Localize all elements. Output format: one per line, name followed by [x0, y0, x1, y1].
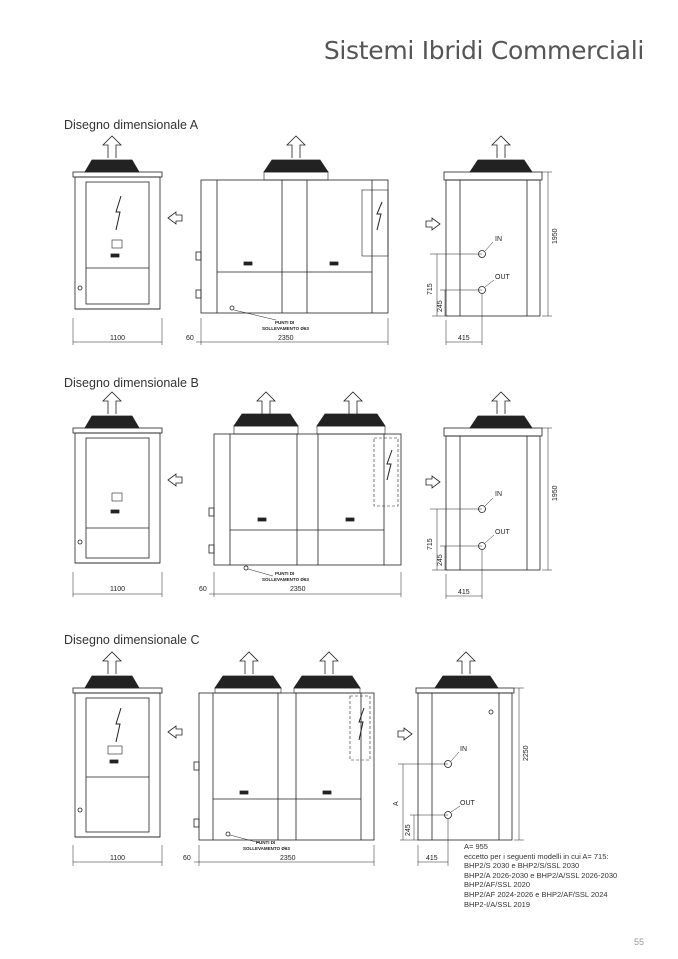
label-lifting-b-2: SOLLEVAMENTO Ø63 — [262, 577, 309, 582]
dim-base-b: 60 — [199, 586, 207, 593]
label-lifting-c-2: SOLLEVAMENTO Ø63 — [243, 846, 290, 851]
label-in-a: IN — [495, 236, 502, 243]
dim-side-width-a: 2350 — [278, 335, 294, 342]
label-out-c: OUT — [460, 800, 476, 807]
label-out-a: OUT — [495, 274, 511, 281]
section-title-a: Disegno dimensionale A — [64, 118, 199, 132]
label-lifting-b-1: PUNTI DI — [275, 571, 294, 576]
dimensional-drawing-c: 1100 2350 60 415 2250 A 245 IN OUT PUNTI… — [72, 651, 530, 866]
dim-height-c: 2250 — [523, 745, 530, 761]
dim-base-c: 60 — [183, 855, 191, 862]
page-header-title: Sistemi Ibridi Commerciali — [323, 36, 644, 65]
dim-in-height-b: 715 — [427, 538, 434, 550]
dim-side-width-b: 2350 — [290, 586, 306, 593]
section-title-b: Disegno dimensionale B — [64, 376, 199, 390]
dim-front-width-c: 1100 — [110, 855, 125, 862]
note-line: BHP2/AF 2024-2026 e BHP2/AF/SSL 2024 — [464, 889, 608, 899]
note-line: A= 955 — [464, 842, 488, 851]
note-line: BHP2/S 2030 e BHP2/S/SSL 2030 — [464, 861, 580, 871]
dim-base-a: 60 — [186, 335, 194, 342]
label-in-c: IN — [460, 746, 467, 753]
label-lifting-c-1: PUNTI DI — [256, 840, 275, 845]
dim-connection-offset-a: 415 — [458, 335, 470, 342]
dim-connection-offset-c: 415 — [426, 855, 438, 862]
page-number: 55 — [633, 937, 644, 947]
note-line: BHP2-I/A/SSL 2019 — [464, 899, 531, 909]
dim-height-a: 1950 — [552, 228, 559, 244]
dim-out-height-a: 245 — [437, 300, 444, 312]
dim-front-width-a: 1100 — [110, 335, 125, 342]
label-lifting-a-2: SOLLEVAMENTO Ø63 — [262, 326, 309, 331]
dimensional-drawing-a: 1100 2350 60 415 1950 715 245 IN OUT PUN… — [72, 135, 559, 345]
label-in-b: IN — [495, 491, 502, 498]
note-line: BHP2/AF/SSL 2020 — [464, 880, 531, 890]
dim-connection-offset-b: 415 — [458, 589, 470, 596]
dim-in-height-c: A — [393, 801, 400, 806]
dim-side-width-c: 2350 — [280, 855, 296, 862]
dimensional-drawing-b: 1100 2350 60 415 1950 715 245 IN OUT PUN… — [72, 391, 559, 599]
dim-out-height-c: 245 — [405, 824, 412, 836]
section-c-note: A= 955 eccetto per i seguenti modelli in… — [464, 842, 617, 909]
dim-front-width-b: 1100 — [110, 586, 125, 593]
label-out-b: OUT — [495, 529, 511, 536]
section-title-c: Disegno dimensionale C — [64, 633, 200, 647]
label-lifting-a-1: PUNTI DI — [275, 320, 294, 325]
dim-height-b: 1950 — [552, 485, 559, 501]
note-line: eccetto per i seguenti modelli in cui A=… — [464, 851, 609, 861]
dim-in-height-a: 715 — [427, 283, 434, 295]
note-line: BHP2/A 2026-2030 e BHP2/A/SSL 2026-2030 — [464, 870, 618, 880]
dim-out-height-b: 245 — [437, 554, 444, 566]
